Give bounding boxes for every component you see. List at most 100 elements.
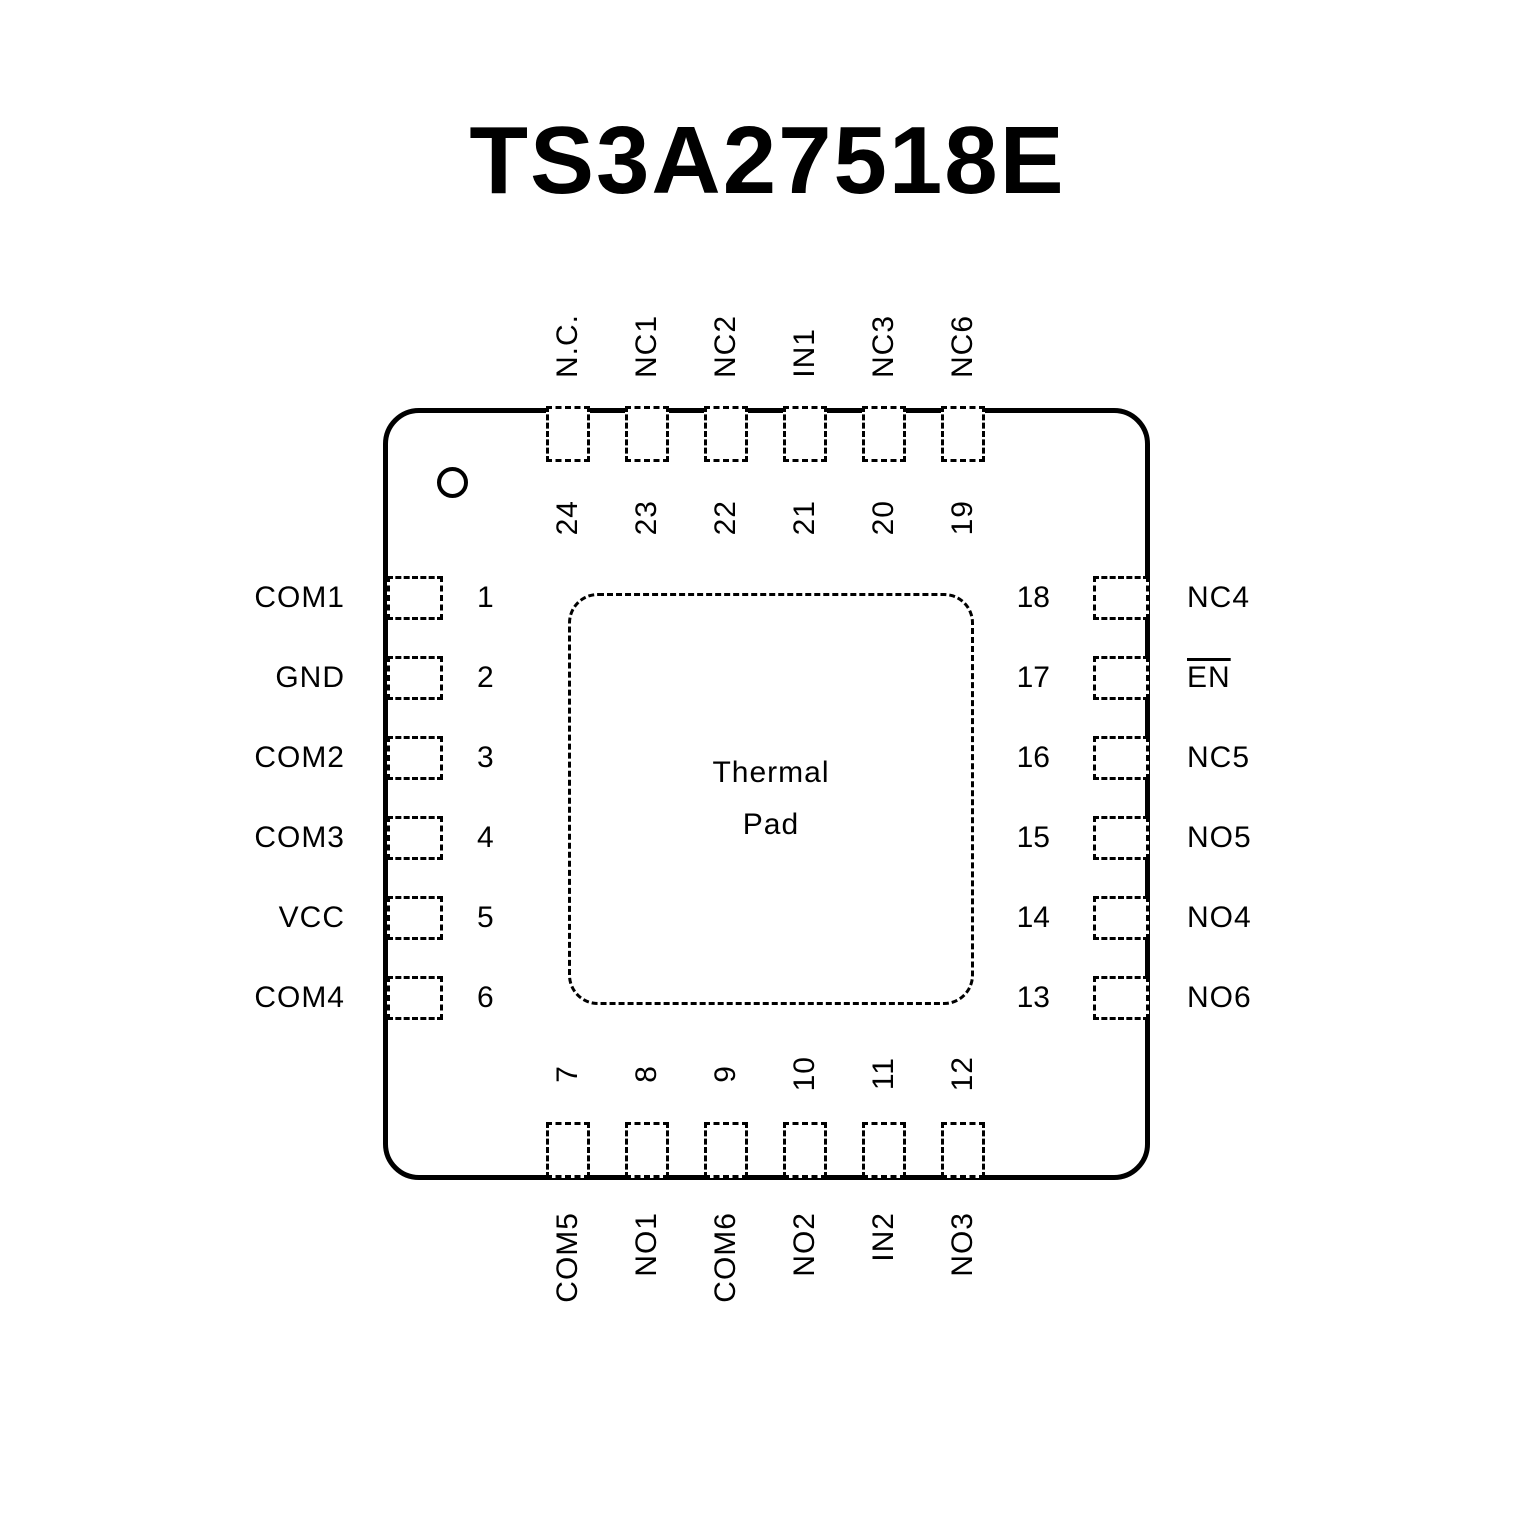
pin-number: 5	[477, 901, 494, 934]
pin-label: COM5	[551, 1212, 584, 1303]
thermal-pad-label: Pad	[742, 808, 800, 841]
pin-number: 19	[946, 500, 979, 536]
pin-number: 11	[867, 1057, 900, 1091]
pin-label: NO3	[946, 1212, 979, 1277]
pin-label: COM3	[254, 821, 345, 854]
pin-number: 6	[477, 981, 494, 1014]
bottom-labels-row: COM5 NO1 COM6 NO2 IN2 NO3	[546, 1212, 985, 1337]
pin-label: IN2	[867, 1212, 900, 1262]
pin-number: 21	[788, 500, 821, 536]
pin-number: 3	[477, 741, 494, 774]
pin-label: NO2	[788, 1212, 821, 1277]
pin-label: NC2	[709, 314, 742, 378]
bottom-numbers-row: 7 8 9 10 11 12	[546, 1048, 985, 1100]
pin-number: 23	[630, 500, 663, 536]
top-labels-row: N.C. NC1 NC2 IN1 NC3 NC6	[546, 293, 985, 378]
pin-row: 18 NC4	[1005, 576, 1252, 620]
pin-row: GND 2	[245, 656, 525, 700]
pin-pad	[625, 1122, 669, 1178]
pin-row: VCC 5	[245, 896, 525, 940]
pin-label: NO5	[1187, 821, 1252, 854]
pin-pad	[387, 976, 443, 1020]
thermal-pad-label: Thermal	[712, 756, 830, 789]
pin-row: 14 NO4	[1005, 896, 1252, 940]
pin-label: NC6	[946, 314, 979, 378]
pin-pad	[862, 1122, 906, 1178]
pin-row: 15 NO5	[1005, 816, 1252, 860]
thermal-pad: Thermal Pad	[568, 593, 974, 1005]
pin-pad	[546, 1122, 590, 1178]
pin-pad	[783, 406, 827, 462]
pin-label: VCC	[278, 901, 345, 934]
pin-number: 24	[551, 500, 584, 536]
pin-row: COM2 3	[245, 736, 525, 780]
pin-number: 22	[709, 500, 742, 536]
pin-pad	[1093, 816, 1149, 860]
pin-label: NC1	[630, 314, 663, 378]
pin-number: 4	[477, 821, 494, 854]
pin-number: 17	[1016, 661, 1050, 694]
pin-pad	[546, 406, 590, 462]
pin-label: COM4	[254, 981, 345, 1014]
pin-label-en-active-low: EN	[1187, 661, 1231, 694]
pin-label: NC3	[867, 314, 900, 378]
top-pads-row	[546, 406, 985, 462]
pin-label: N.C.	[551, 314, 584, 378]
pin-side-left: COM1 1 GND 2 COM2 3 COM3 4 VCC 5 COM4 6	[245, 576, 525, 1020]
pin-row: COM4 6	[245, 976, 525, 1020]
pin-side-top: N.C. NC1 NC2 IN1 NC3 NC6 24 23 22 21 20 …	[546, 293, 985, 546]
pin-pad	[1093, 736, 1149, 780]
pin-side-bottom: 7 8 9 10 11 12 COM5 NO1 COM6 NO2 IN2 NO3	[546, 1048, 985, 1337]
pin-row: 17 EN	[1005, 656, 1252, 700]
pin-number: 18	[1016, 581, 1050, 614]
pin-row: COM1 1	[245, 576, 525, 620]
pin-label: NC4	[1187, 581, 1251, 614]
pin-row: 13 NO6	[1005, 976, 1252, 1020]
bottom-pads-row	[546, 1122, 985, 1178]
pin-number: 2	[477, 661, 494, 694]
pin-label: GND	[275, 661, 345, 694]
pin-label: NO6	[1187, 981, 1252, 1014]
pin-label: NO4	[1187, 901, 1252, 934]
pin-row: COM3 4	[245, 816, 525, 860]
pin-number: 10	[788, 1056, 821, 1092]
pin-side-right: 18 NC4 17 EN 16 NC5 15 NO5 14 NO4 13 NO6	[1005, 576, 1252, 1020]
pin-label: COM2	[254, 741, 345, 774]
pin-pad	[704, 406, 748, 462]
pin-pad	[1093, 656, 1149, 700]
pin-number: 12	[946, 1056, 979, 1092]
pin-pad	[387, 816, 443, 860]
pin-number: 20	[867, 500, 900, 536]
page-title: TS3A27518E	[469, 107, 1066, 214]
pin-row: 16 NC5	[1005, 736, 1252, 780]
pin-number: 8	[630, 1065, 663, 1083]
pin-number: 7	[551, 1065, 584, 1083]
pin-pad	[941, 1122, 985, 1178]
pin-number: 14	[1016, 901, 1050, 934]
pin-pad	[387, 576, 443, 620]
pin-number: 13	[1016, 981, 1050, 1014]
pin-label: IN1	[788, 328, 821, 378]
pin-pad	[941, 406, 985, 462]
pin-number: 1	[477, 581, 494, 614]
pin-label: COM6	[709, 1212, 742, 1303]
pin-number: 9	[709, 1065, 742, 1083]
pin-pad	[625, 406, 669, 462]
pin-label: NC5	[1187, 741, 1251, 774]
pin-pad	[862, 406, 906, 462]
pin-label: COM1	[254, 581, 345, 614]
pin-pad	[704, 1122, 748, 1178]
pin-pad	[387, 896, 443, 940]
pin-pad	[387, 656, 443, 700]
pin-number: 15	[1016, 821, 1050, 854]
top-numbers-row: 24 23 22 21 20 19	[546, 490, 985, 546]
pin-pad	[1093, 576, 1149, 620]
pin-number: 16	[1016, 741, 1050, 774]
pin-pad	[783, 1122, 827, 1178]
pin-pad	[1093, 976, 1149, 1020]
pin1-indicator-icon	[437, 467, 468, 498]
pin-pad	[387, 736, 443, 780]
pin-label: NO1	[630, 1212, 663, 1277]
pin-pad	[1093, 896, 1149, 940]
